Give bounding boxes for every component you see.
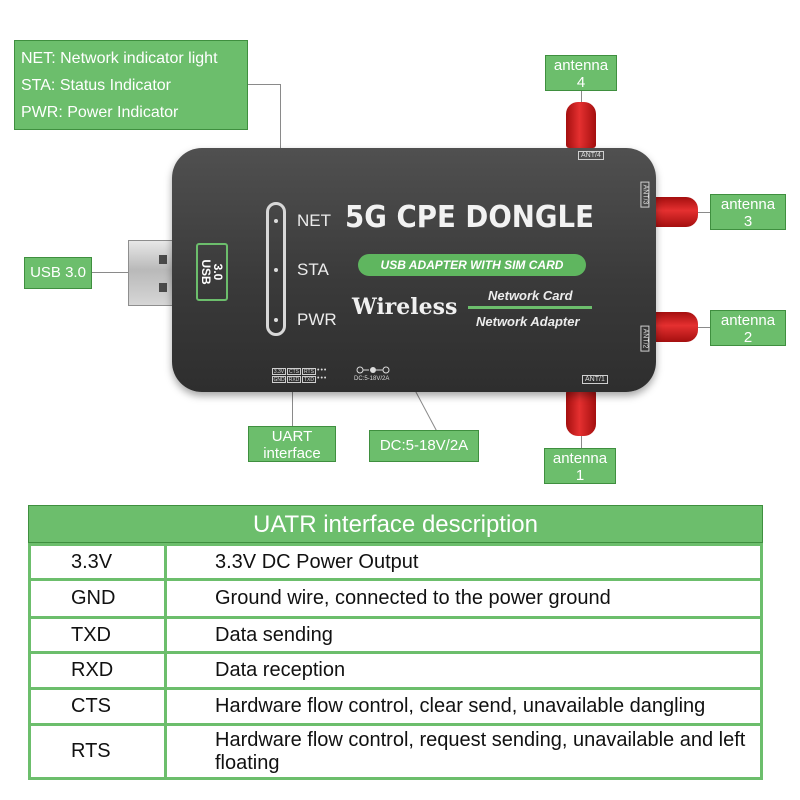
pin-description: Data reception: [164, 651, 763, 690]
led-sta-label: STA: [297, 260, 329, 279]
network-card-text: Network Card: [488, 288, 573, 303]
antenna-2: [652, 312, 698, 342]
table-row: 3.3V 3.3V DC Power Output: [28, 543, 763, 581]
table-row: GND Ground wire, connected to the power …: [28, 578, 763, 619]
antenna4-leader: [581, 90, 582, 102]
pin-description: Hardware flow control, clear send, unava…: [164, 687, 763, 726]
antenna1-leader: [581, 434, 582, 450]
usb-3-label: 3.0 USB: [196, 243, 228, 301]
usb-callout: USB 3.0: [24, 257, 92, 289]
led-pwr-dot: [274, 318, 278, 322]
pin-label: CTS: [287, 368, 301, 375]
antenna2-leader: [696, 327, 710, 328]
dc-spec-small: DC:5-18V/2A: [354, 376, 390, 382]
pin-label: GND: [272, 376, 286, 383]
pin-name: RXD: [28, 651, 167, 690]
pin-label: RXD: [287, 376, 301, 383]
antenna-1: [566, 390, 596, 436]
uart-callout: UART interface: [248, 426, 336, 462]
brand-title: 5G CPE DONGLE: [345, 200, 594, 235]
pin-description: Data sending: [164, 616, 763, 654]
pin-label: 3.3V: [272, 368, 286, 375]
pin-label: RTS: [302, 368, 316, 375]
usb-hole: [159, 255, 167, 264]
led-net-label: NET: [297, 211, 331, 230]
usb-hole: [159, 283, 167, 292]
uart-pin-header: 3.3V CTS RTS ••• GND RXD TXD •••: [272, 367, 345, 383]
indicator-legend: NET: Network indicator light STA: Status…: [14, 40, 248, 130]
wireless-text: Wireless: [352, 294, 458, 320]
led-sta-dot: [274, 268, 278, 272]
network-adapter-text: Network Adapter: [476, 314, 580, 329]
uart-description-table: UATR interface description 3.3V 3.3V DC …: [28, 505, 763, 780]
pin-name: 3.3V: [28, 543, 167, 581]
usb-leader: [92, 272, 130, 273]
antenna-3: [652, 197, 698, 227]
table-row: RTS Hardware flow control, request sendi…: [28, 723, 763, 780]
legend-sta: STA: Status Indicator: [21, 77, 171, 94]
legend-pwr: PWR: Power Indicator: [21, 104, 179, 121]
subtitle-bar: USB ADAPTER WITH SIM CARD: [358, 254, 586, 276]
ant1-tag: ANT/1: [582, 375, 608, 384]
antenna3-leader: [696, 212, 710, 213]
legend-leader-v: [280, 84, 281, 210]
led-net-dot: [274, 219, 278, 223]
table-row: CTS Hardware flow control, clear send, u…: [28, 687, 763, 726]
dc-jack-icon: [356, 366, 390, 374]
pin-name: CTS: [28, 687, 167, 726]
antenna3-callout: antenna 3: [710, 194, 786, 230]
dc-callout: DC:5-18V/2A: [369, 430, 479, 462]
led-light-bar: [266, 202, 286, 336]
pin-name: TXD: [28, 616, 167, 654]
table-row: RXD Data reception: [28, 651, 763, 690]
uart-leader: [292, 384, 293, 426]
antenna2-callout: antenna 2: [710, 310, 786, 346]
antenna4-callout: antenna 4: [545, 55, 617, 91]
table-row: TXD Data sending: [28, 616, 763, 654]
legend-net: NET: Network indicator light: [21, 50, 218, 67]
pin-label: TXD: [302, 376, 316, 383]
ant2-tag: ANT/2: [640, 325, 650, 352]
ant3-tag: ANT/3: [640, 181, 650, 208]
led-pwr-label: PWR: [297, 310, 337, 329]
pin-description: 3.3V DC Power Output: [164, 543, 763, 581]
pin-dots: •••: [317, 375, 328, 382]
pin-name: GND: [28, 578, 167, 619]
pin-description: Ground wire, connected to the power grou…: [164, 578, 763, 619]
divider-line: [468, 306, 592, 309]
table-title: UATR interface description: [28, 505, 763, 543]
pin-dots: •••: [317, 367, 328, 374]
antenna-4: [566, 102, 596, 148]
pin-description: Hardware flow control, request sending, …: [164, 723, 763, 780]
legend-leader-h: [248, 84, 280, 85]
description-table: 3.3V 3.3V DC Power Output GND Ground wir…: [28, 543, 763, 780]
antenna1-callout: antenna 1: [544, 448, 616, 484]
pin-name: RTS: [28, 723, 167, 780]
ant4-tag: ANT/4: [578, 151, 604, 160]
